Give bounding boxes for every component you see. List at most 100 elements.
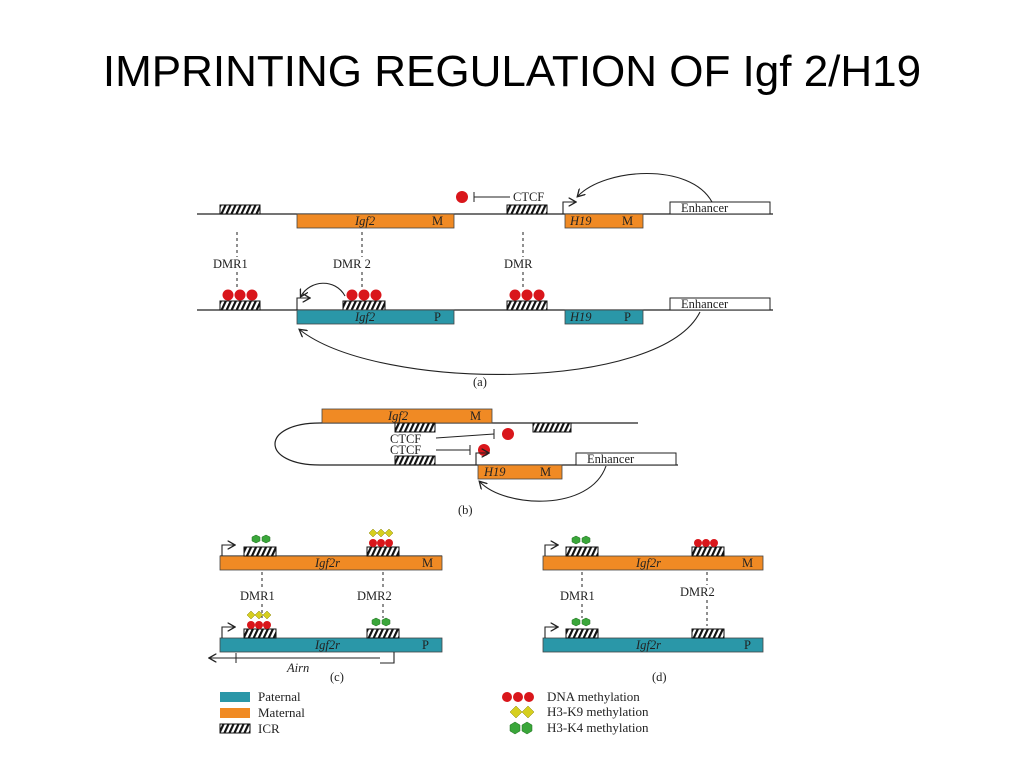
enhancer-label: Enhancer: [681, 201, 729, 215]
maternal-mark: M: [422, 556, 433, 570]
igf2-promoter-arrow: [296, 298, 309, 310]
h19-label: H19: [569, 214, 592, 228]
enhancer-to-igf2-arrow: [300, 311, 701, 375]
h19-maternal-gene: [564, 213, 644, 229]
legend: Paternal Maternal ICR DNA methylation H3…: [219, 689, 649, 736]
panel-d: Igf2r M DMR1 DMR2 Igf2r P (d): [542, 535, 764, 684]
enhancer-to-h19-arrow: [578, 172, 713, 203]
h19-label: H19: [569, 310, 592, 324]
maternal-mark: M: [742, 556, 753, 570]
dmr1-label: DMR1: [240, 589, 275, 603]
airn-label: Airn: [286, 661, 309, 675]
h3k9-methylation-cluster: [246, 610, 272, 620]
igf2-label: Igf2: [354, 310, 375, 324]
igf2-label: Igf2: [354, 214, 375, 228]
icr-block: [691, 546, 725, 557]
enhancer-box: [575, 452, 677, 466]
icr-block: [506, 204, 548, 215]
h19-promoter-arrow: [475, 453, 488, 465]
h3k4-methylation-cluster: [571, 617, 591, 627]
icr-block: [366, 546, 400, 557]
dna-methylation-cluster: [694, 539, 718, 547]
enhancer-to-h19-arrow: [480, 465, 607, 502]
igf2r-promoter-arrow: [221, 627, 234, 638]
slide-title: IMPRINTING REGULATION OF Igf 2/H19: [102, 47, 922, 96]
legend-dna-methylation-label: DNA methylation: [547, 689, 640, 704]
igf2r-promoter-arrow: [221, 545, 234, 556]
legend-h3k4-label: H3-K4 methylation: [547, 720, 649, 735]
icr-block: [243, 628, 277, 639]
icr-block: [532, 422, 572, 433]
h19-maternal-gene: [477, 464, 563, 480]
icr-block: [366, 628, 400, 639]
legend-dna-methylation-symbol: [502, 692, 534, 702]
paternal-mark: P: [744, 638, 751, 652]
igf2r-maternal-gene: [219, 555, 443, 571]
legend-h3k9-label: H3-K9 methylation: [547, 704, 649, 719]
icr-block: [342, 300, 386, 311]
airn-promoter-arrow: [380, 652, 395, 664]
legend-icr-swatch: [219, 723, 251, 734]
igf2r-promoter-arrow: [544, 545, 557, 556]
paternal-mark: P: [434, 310, 441, 324]
dmr1-label: DMR1: [213, 257, 248, 271]
maternal-mark: M: [540, 465, 551, 479]
legend-paternal-swatch: [220, 692, 250, 702]
h19-label: H19: [483, 465, 506, 479]
panel-c-caption: (c): [330, 670, 344, 684]
ctcf-label: CTCF: [390, 432, 421, 446]
icr-block: [219, 300, 261, 311]
igf2r-label: Igf2r: [635, 556, 661, 570]
h3k9-methylation-cluster: [368, 528, 394, 538]
igf2-label: Igf2: [387, 409, 408, 423]
legend-paternal-label: Paternal: [258, 689, 301, 704]
dmr-label: DMR: [504, 257, 533, 271]
ctcf-dna-methylation-dot: [502, 428, 514, 440]
panel-b-caption: (b): [458, 503, 473, 517]
igf2-maternal-gene: [296, 213, 455, 229]
ctcf-dna-methylation-dot: [478, 444, 490, 456]
dmr2-label: DMR2: [680, 585, 715, 599]
igf2r-label: Igf2r: [314, 556, 340, 570]
icr-block: [243, 546, 277, 557]
maternal-mark: M: [432, 214, 443, 228]
panel-d-caption: (d): [652, 670, 667, 684]
legend-h3k4-symbol: [509, 721, 533, 735]
icr-block: [394, 455, 436, 466]
igf2r-promoter-arrow: [544, 627, 557, 638]
maternal-mark: M: [470, 409, 481, 423]
icr-block: [565, 546, 599, 557]
h19-promoter-arrow: [562, 202, 575, 214]
panel-a-caption: (a): [473, 375, 487, 389]
dna-methylation-cluster: [346, 289, 382, 301]
paternal-mark: P: [624, 310, 631, 324]
legend-h3k9-symbol: [509, 705, 535, 719]
dna-methylation-cluster: [509, 289, 545, 301]
ctcf-dna-methylation-dot: [456, 191, 468, 203]
dmr2-to-igf2-arrow: [301, 282, 346, 296]
h3k4-methylation-cluster: [251, 534, 271, 544]
dmr2-label: DMR2: [357, 589, 392, 603]
igf2-paternal-gene: [296, 309, 455, 325]
enhancer-label: Enhancer: [681, 297, 729, 311]
enhancer-label: Enhancer: [587, 452, 635, 466]
igf2r-label: Igf2r: [314, 638, 340, 652]
igf2r-label: Igf2r: [635, 638, 661, 652]
enhancer-box: [669, 297, 771, 311]
dmr1-label: DMR1: [560, 589, 595, 603]
dmr2-label: DMR 2: [333, 257, 371, 271]
ctcf-label: CTCF: [390, 443, 421, 457]
icr-block: [506, 300, 548, 311]
icr-block: [219, 204, 261, 215]
panel-b: Igf2 M CTCF CTCF H19 M Enhancer (b): [274, 408, 678, 517]
ctcf-label: CTCF: [513, 190, 544, 204]
legend-icr-label: ICR: [258, 721, 280, 736]
igf2r-paternal-gene: [542, 637, 764, 653]
maternal-mark: M: [622, 214, 633, 228]
icr-block: [565, 628, 599, 639]
dna-methylation-cluster: [247, 621, 271, 629]
icr-block: [394, 422, 436, 433]
chromatin-loop: [274, 422, 321, 466]
igf2r-paternal-gene: [219, 637, 443, 653]
